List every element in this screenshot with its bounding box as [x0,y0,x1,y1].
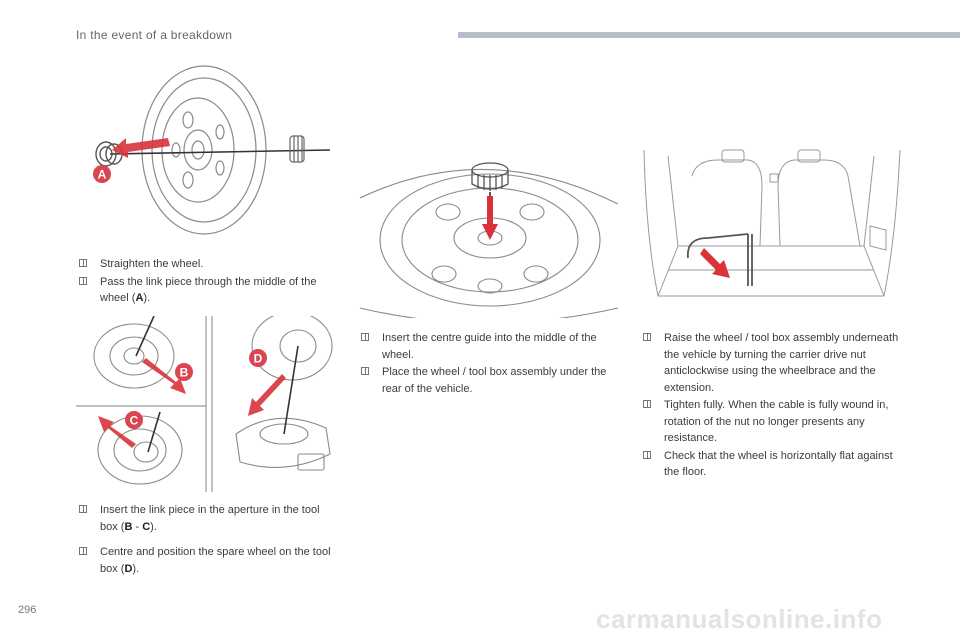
step-insert-centre-guide: Insert the centre guide into the middle … [358,330,620,363]
checkbox-bullet-icon [643,450,651,459]
step-centre-spare-wheel: Centre and position the spare wheel on t… [76,544,338,577]
step-tighten-fully: Tighten fully. When the cable is fully w… [640,397,906,447]
step-pass-link-piece: Pass the link piece through the middle o… [76,274,338,307]
checkbox-bullet-icon [79,276,87,285]
page-header-title: In the event of a breakdown [76,28,233,42]
steps-section-2: Insert the link piece in the aperture in… [76,502,338,578]
checkbox-bullet-icon [643,333,651,341]
checkbox-bullet-icon [79,259,87,267]
figure-centre-guide [356,148,622,318]
steps-section-1: Straighten the wheel. Pass the link piec… [76,256,338,308]
checkbox-bullet-icon [79,547,87,555]
step-straighten-wheel: Straighten the wheel. [76,256,338,273]
step-raise-assembly: Raise the wheel / tool box assembly unde… [640,330,906,396]
figure-label-a: A [98,168,107,182]
checkbox-bullet-icon [361,333,369,341]
step-place-assembly: Place the wheel / tool box assembly unde… [358,364,620,397]
checkbox-bullet-icon [643,400,651,408]
figure-boot-interior [638,146,904,304]
checkbox-bullet-icon [79,505,87,513]
figure-tool-box-insert: B C D [76,316,338,492]
figure-label-c: C [130,414,139,428]
steps-section-4: Raise the wheel / tool box assembly unde… [640,330,906,482]
figure-spare-wheel-side: A [80,62,350,242]
checkbox-bullet-icon [361,367,369,375]
figure-label-d: D [254,352,263,366]
figure-label-b: B [180,366,189,380]
header-accent-bar [458,32,960,38]
watermark: carmanualsonline.info [596,604,883,634]
step-insert-link-piece: Insert the link piece in the aperture in… [76,502,338,535]
steps-section-3: Insert the centre guide into the middle … [358,330,620,398]
page-number: 296 [18,604,37,616]
step-check-flat: Check that the wheel is horizontally fla… [640,448,906,481]
